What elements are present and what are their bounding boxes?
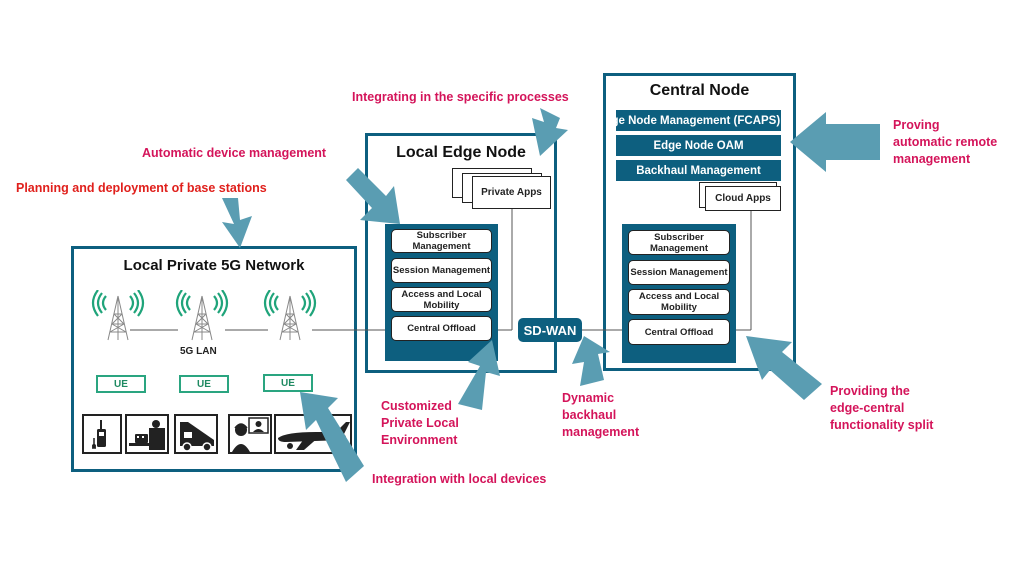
cell-tower-icon-1 bbox=[91, 290, 145, 341]
backhaul-management-label: Backhaul Management bbox=[636, 164, 761, 177]
device-airplane bbox=[274, 414, 352, 454]
annotation-proving-remote-management: Proving automatic remote management bbox=[893, 117, 997, 168]
annotation-integrating-processes: Integrating in the specific processes bbox=[352, 90, 569, 104]
func-label: Subscriber Management bbox=[412, 230, 471, 252]
annotation-integration-local-devices: Integration with local devices bbox=[372, 472, 547, 486]
func-label: Central Offload bbox=[407, 323, 476, 334]
edge-node-title: Local Edge Node bbox=[396, 144, 526, 161]
edge-subscriber-management: Subscriber Management bbox=[391, 229, 492, 253]
edge-central-offload: Central Offload bbox=[391, 316, 492, 341]
central-access-local-mobility: Access and Local Mobility bbox=[628, 289, 730, 315]
annotation-line: Proving bbox=[893, 118, 940, 132]
edge-node-oam-bar: Edge Node OAM bbox=[616, 135, 781, 156]
ue-box-2: UE bbox=[179, 375, 229, 393]
func-label: Central Offload bbox=[644, 326, 714, 338]
annotation-line: functionality split bbox=[830, 418, 934, 432]
annotation-line: management bbox=[562, 425, 640, 439]
func-label: Access and Local Mobility bbox=[638, 291, 720, 313]
central-function-stack: Subscriber Management Session Management… bbox=[622, 224, 736, 363]
annotation-edge-central-split: Providing the edge-central functionality… bbox=[830, 383, 933, 434]
private-apps-card: Private Apps bbox=[472, 176, 551, 209]
func-label: Access and Local Mobility bbox=[401, 288, 482, 311]
edge-function-stack: Subscriber Management Session Management… bbox=[385, 224, 498, 361]
edge-node-oam-label: Edge Node OAM bbox=[653, 139, 744, 152]
ue-label: UE bbox=[114, 378, 128, 390]
annotation-planning-deployment: Planning and deployment of base stations bbox=[16, 181, 267, 195]
airport-stairs-truck-icon bbox=[180, 422, 214, 452]
central-node-title: Central Node bbox=[649, 82, 750, 99]
device-radio-handset bbox=[82, 414, 122, 454]
arrow-planning bbox=[222, 198, 252, 248]
radio-handset-icon bbox=[92, 420, 106, 449]
annotation-line: management bbox=[893, 152, 971, 166]
ue-label: UE bbox=[281, 377, 295, 389]
func-label: Session Management bbox=[630, 267, 728, 278]
cloud-apps-card: Cloud Apps bbox=[705, 186, 781, 211]
central-session-management: Session Management bbox=[628, 260, 730, 285]
annotation-customized-environment: Customized Private Local Environment bbox=[381, 398, 459, 449]
central-subscriber-management: Subscriber Management bbox=[628, 230, 730, 255]
ue-label: UE bbox=[197, 378, 211, 390]
func-label: Session Management bbox=[392, 265, 491, 276]
annotation-line: Environment bbox=[381, 433, 458, 447]
airplane-icon bbox=[278, 422, 350, 450]
annotation-line: Customized bbox=[381, 399, 452, 413]
device-stairs-truck bbox=[174, 414, 218, 454]
func-label: Subscriber Management bbox=[649, 231, 709, 254]
ue-box-1: UE bbox=[96, 375, 146, 393]
baggage-counter-icon bbox=[129, 420, 165, 450]
cell-tower-icon-3 bbox=[263, 290, 317, 341]
annotation-line: Dynamic bbox=[562, 391, 615, 405]
edge-session-management: Session Management bbox=[391, 258, 492, 283]
sd-wan-label: SD-WAN bbox=[523, 322, 577, 338]
annotation-line: Providing the bbox=[830, 384, 910, 398]
annotation-automatic-device-management: Automatic device management bbox=[142, 146, 327, 160]
annotation-line: edge-central bbox=[830, 401, 905, 415]
central-central-offload: Central Offload bbox=[628, 319, 730, 345]
device-video-conference bbox=[228, 414, 272, 454]
arrow-remote-management bbox=[790, 112, 880, 172]
annotation-line: automatic remote bbox=[893, 135, 998, 149]
device-baggage-counter bbox=[125, 414, 169, 454]
edge-node-management-label: Edge Node Management (FCAPS) bbox=[616, 114, 781, 127]
local-network-title: Local Private 5G Network bbox=[123, 257, 305, 274]
backhaul-management-bar: Backhaul Management bbox=[616, 160, 781, 181]
video-conference-icon bbox=[232, 417, 269, 452]
annotation-dynamic-backhaul: Dynamic backhaul management bbox=[562, 390, 639, 441]
edge-node-management-bar: Edge Node Management (FCAPS) bbox=[616, 110, 781, 131]
private-apps-label: Private Apps bbox=[481, 187, 542, 198]
annotation-line: backhaul bbox=[562, 408, 617, 422]
annotation-line: Private Local bbox=[381, 416, 459, 430]
cloud-apps-label: Cloud Apps bbox=[715, 193, 771, 204]
edge-access-local-mobility: Access and Local Mobility bbox=[391, 287, 492, 312]
5g-lan-label: 5G LAN bbox=[180, 346, 217, 357]
sd-wan-badge: SD-WAN bbox=[518, 318, 582, 342]
cell-tower-icon-2 bbox=[175, 290, 229, 341]
ue-box-3: UE bbox=[263, 374, 313, 392]
